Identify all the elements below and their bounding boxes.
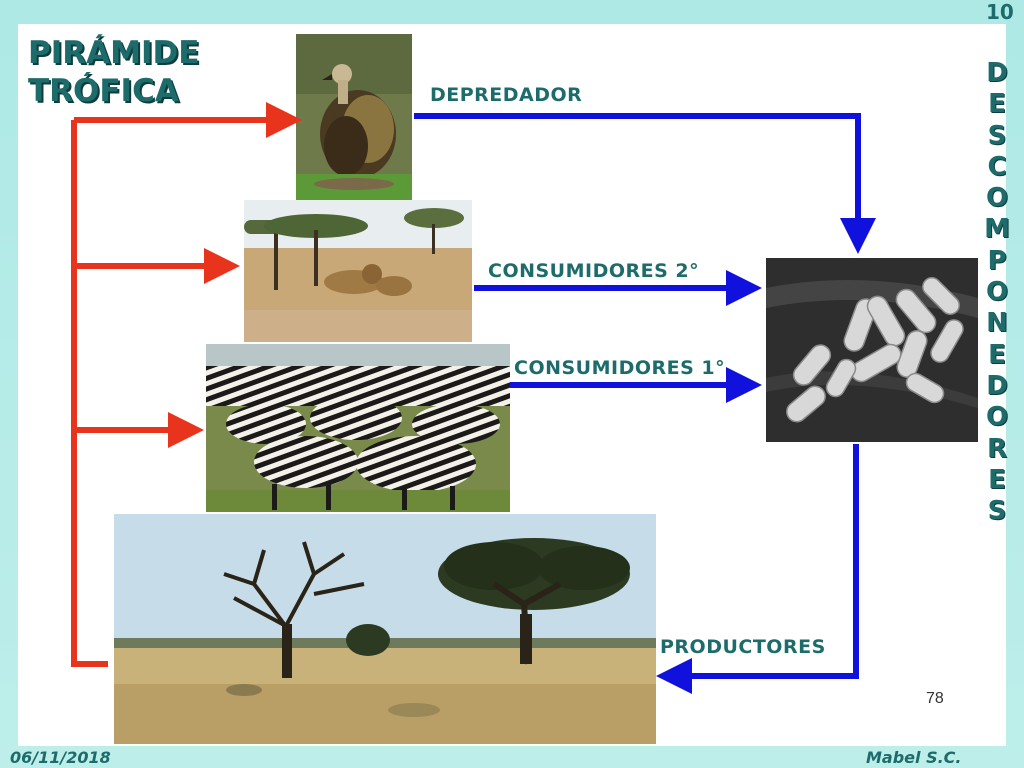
label-producers: PRODUCTORES <box>660 636 826 658</box>
slide-number: 10 <box>986 0 1014 24</box>
footer-date: 06/11/2018 <box>10 748 111 767</box>
decomposer-arrow-producers <box>656 444 859 694</box>
label-secondary-consumers: CONSUMIDORES 2° <box>488 260 700 282</box>
page-title: PIRÁMIDE TRÓFICA <box>28 35 200 109</box>
energy-trunk-line <box>71 120 108 667</box>
lions-photo <box>244 200 472 342</box>
zebras-photo <box>206 344 510 512</box>
label-predator: DEPREDADOR <box>430 84 583 106</box>
label-primary-consumers: CONSUMIDORES 1° <box>514 357 726 379</box>
decomposer-arrow-predator <box>414 113 876 254</box>
footer-author: Mabel S.C. <box>866 748 962 767</box>
bacteria-photo <box>766 258 978 442</box>
savanna-photo <box>114 514 656 744</box>
vulture-photo <box>296 34 412 200</box>
page-mark: 78 <box>926 690 944 707</box>
decomposers-vertical-title: DESCOMPONEDORES <box>984 58 1010 527</box>
